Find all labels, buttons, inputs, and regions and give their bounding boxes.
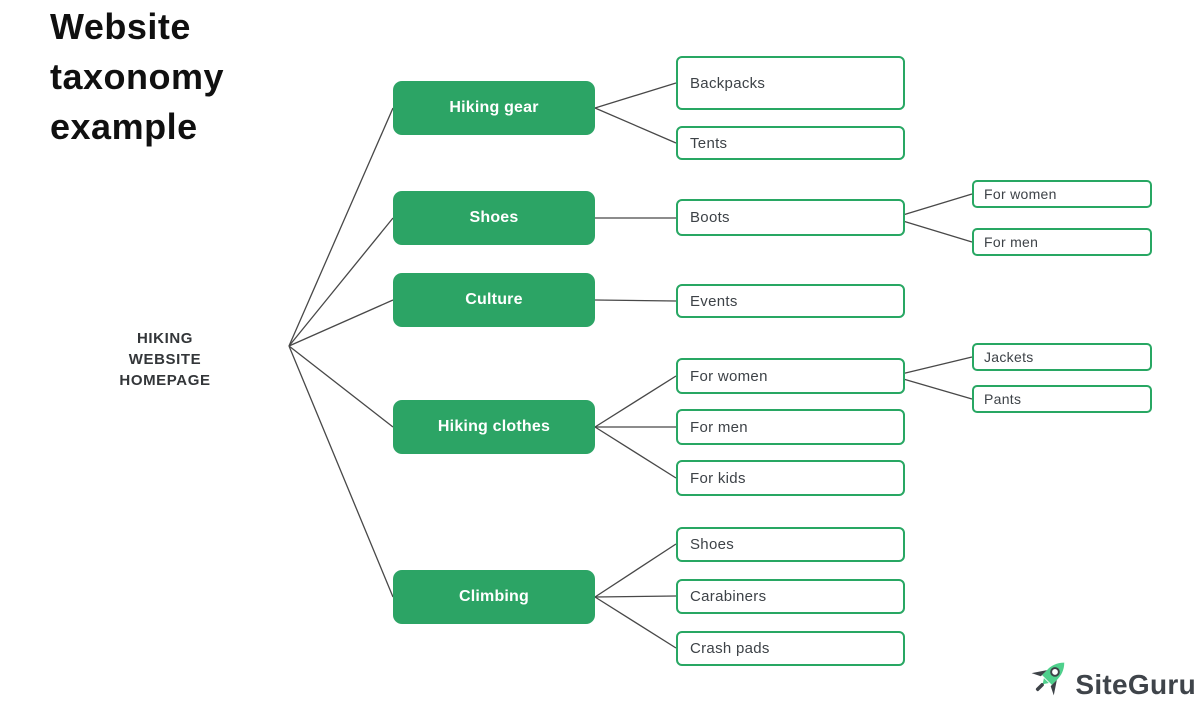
connector-hiking-gear-tents [594, 107, 677, 144]
node-boots-for-men: For men [972, 228, 1152, 256]
page-title-line: example [50, 106, 198, 147]
node-boots-for-women: For women [972, 180, 1152, 208]
connector-boots-for-men [892, 217, 973, 243]
brand-name: SiteGuru [1075, 669, 1196, 700]
root-node-homepage: HIKING WEBSITE HOMEPAGE [85, 328, 245, 391]
node-crash-pads: Crash pads [676, 631, 905, 666]
siteguru-logo: SiteGuru [1028, 648, 1196, 708]
connector-hiking-clothes-for-women [594, 375, 677, 428]
node-backpacks: Backpacks [676, 56, 905, 110]
connector-root-hiking-clothes [288, 345, 394, 428]
node-climbing-shoes: Shoes [676, 527, 905, 562]
page-title: Website taxonomy example [50, 2, 350, 152]
connector-climbing-carabiners [594, 595, 677, 598]
connector-boots-for-women [892, 193, 973, 219]
connector-climbing-crash-pads [594, 596, 677, 649]
connector-for-women-pants [892, 375, 973, 400]
node-culture: Culture [393, 273, 595, 327]
connector-climbing-shoes [594, 543, 677, 598]
connector-root-shoes [288, 217, 394, 347]
page-title-line: taxonomy [50, 56, 225, 97]
node-for-women-clothes: For women [676, 358, 905, 394]
node-events: Events [676, 284, 905, 318]
connector-culture-events [594, 299, 677, 302]
connector-hiking-clothes-for-kids [594, 426, 677, 479]
connector-hiking-gear-backpacks [594, 82, 677, 109]
root-node-line: HOMEPAGE [119, 372, 211, 389]
node-tents: Tents [676, 126, 905, 160]
connector-root-hiking-gear [288, 107, 394, 347]
connector-root-culture [288, 299, 394, 347]
node-climbing: Climbing [393, 570, 595, 624]
node-for-kids: For kids [676, 460, 905, 496]
node-for-men-clothes: For men [676, 409, 905, 445]
node-boots: Boots [676, 199, 905, 236]
root-node-line: HIKING [136, 330, 194, 347]
node-jackets: Jackets [972, 343, 1152, 371]
node-hiking-gear: Hiking gear [393, 81, 595, 135]
node-shoes: Shoes [393, 191, 595, 245]
rocket-icon [1031, 662, 1065, 696]
root-node-line: WEBSITE [128, 351, 202, 368]
page-title-line: Website [50, 6, 191, 47]
node-carabiners: Carabiners [676, 579, 905, 614]
node-hiking-clothes: Hiking clothes [393, 400, 595, 454]
connector-root-climbing [288, 345, 394, 598]
node-pants: Pants [972, 385, 1152, 413]
connector-for-women-jackets [892, 356, 973, 377]
